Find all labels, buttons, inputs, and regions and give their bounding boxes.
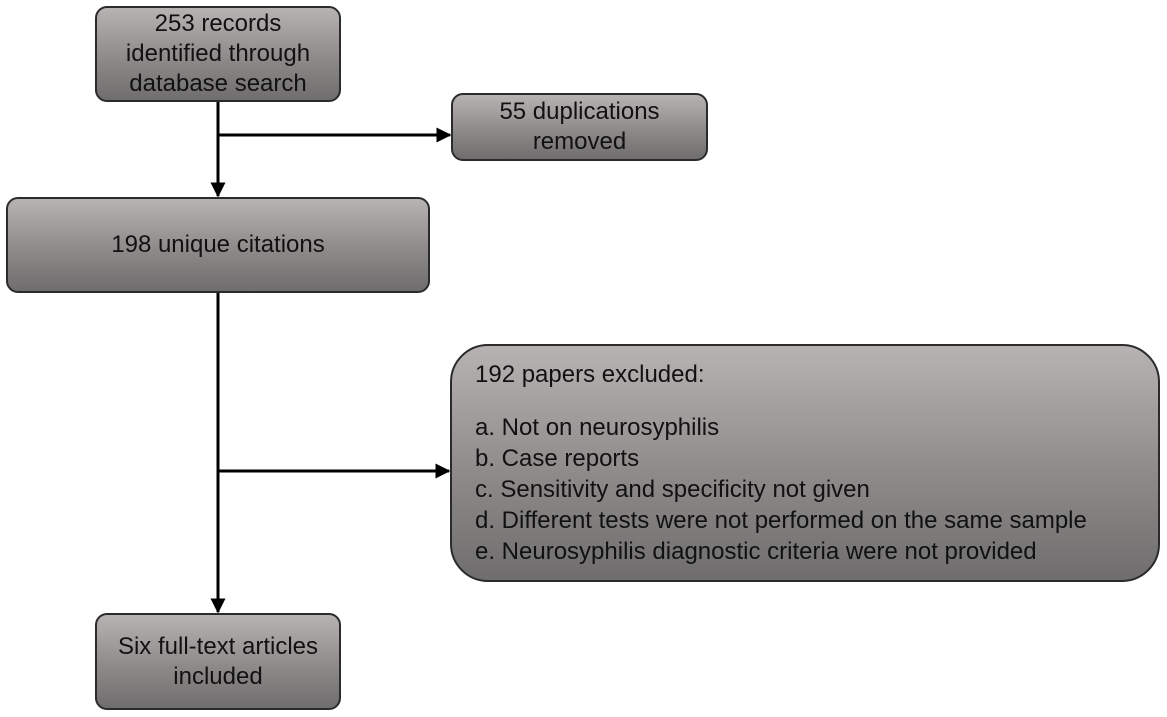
articles-included-box: Six full-text articles included [95, 613, 341, 710]
excluded-item-a: a. Not on neurosyphilis [475, 414, 720, 441]
records-line-1: 253 records [154, 10, 282, 37]
records-identified-box: 253 records identified through database … [95, 6, 341, 102]
papers-excluded-box: 192 papers excluded: a. Not on neurosyph… [450, 344, 1160, 582]
unique-line-1: 198 unique citations [111, 231, 325, 258]
records-line-3: database search [129, 70, 307, 97]
included-line-1: Six full-text articles [117, 632, 319, 660]
unique-citations-box: 198 unique citations [6, 197, 430, 293]
excluded-item-b: b. Case reports [475, 445, 640, 472]
duplications-line-1: 55 duplications [499, 98, 660, 125]
records-line-2: identified through [125, 40, 311, 67]
excluded-item-d: d. Different tests were not performed on… [475, 507, 1087, 534]
included-line-2: included [173, 662, 263, 690]
excluded-item-c: c. Sensitivity and specificity not given [475, 476, 870, 503]
excluded-title: 192 papers excluded: [475, 361, 705, 388]
duplications-removed-box: 55 duplications removed [451, 93, 708, 161]
excluded-item-e: e. Neurosyphilis diagnostic criteria wer… [475, 538, 1037, 565]
duplications-line-2: removed [532, 128, 627, 155]
